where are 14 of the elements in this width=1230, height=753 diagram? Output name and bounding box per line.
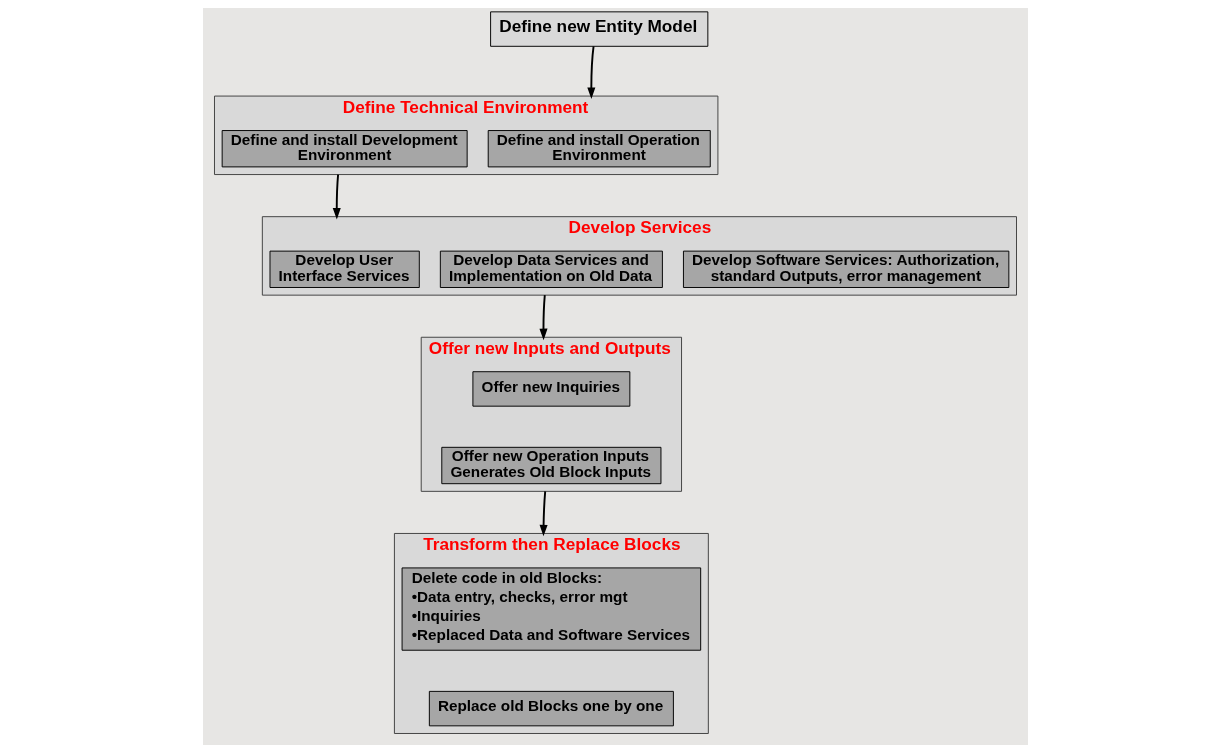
node-box: Define new Entity Model — [489, 11, 708, 47]
arrow — [586, 45, 595, 99]
arrow — [332, 173, 341, 220]
arrow — [539, 490, 548, 537]
node-box: Offer new Operation Inputs Generates Old Block Inputs — [440, 446, 661, 485]
node-box: Develop User Interface Services — [269, 250, 420, 288]
node-box: Define and install Operation Environment — [487, 130, 711, 168]
node-box: Develop Software Services: Authorization, standard Outputs, error management — [682, 250, 1009, 288]
arrow — [538, 294, 547, 341]
node-box: Develop Data Services and Implementation on Old Data — [439, 250, 663, 288]
node-box: Delete code in old Blocks: •Data entry, checks, error mgt •Inquiries •Replaced Data and Software Services — [401, 567, 701, 651]
node-box: Replace old Blocks one by one — [428, 690, 674, 727]
node-box: Offer new Inquiries — [471, 371, 630, 407]
node-box: Define and install Development Environment — [221, 130, 468, 168]
